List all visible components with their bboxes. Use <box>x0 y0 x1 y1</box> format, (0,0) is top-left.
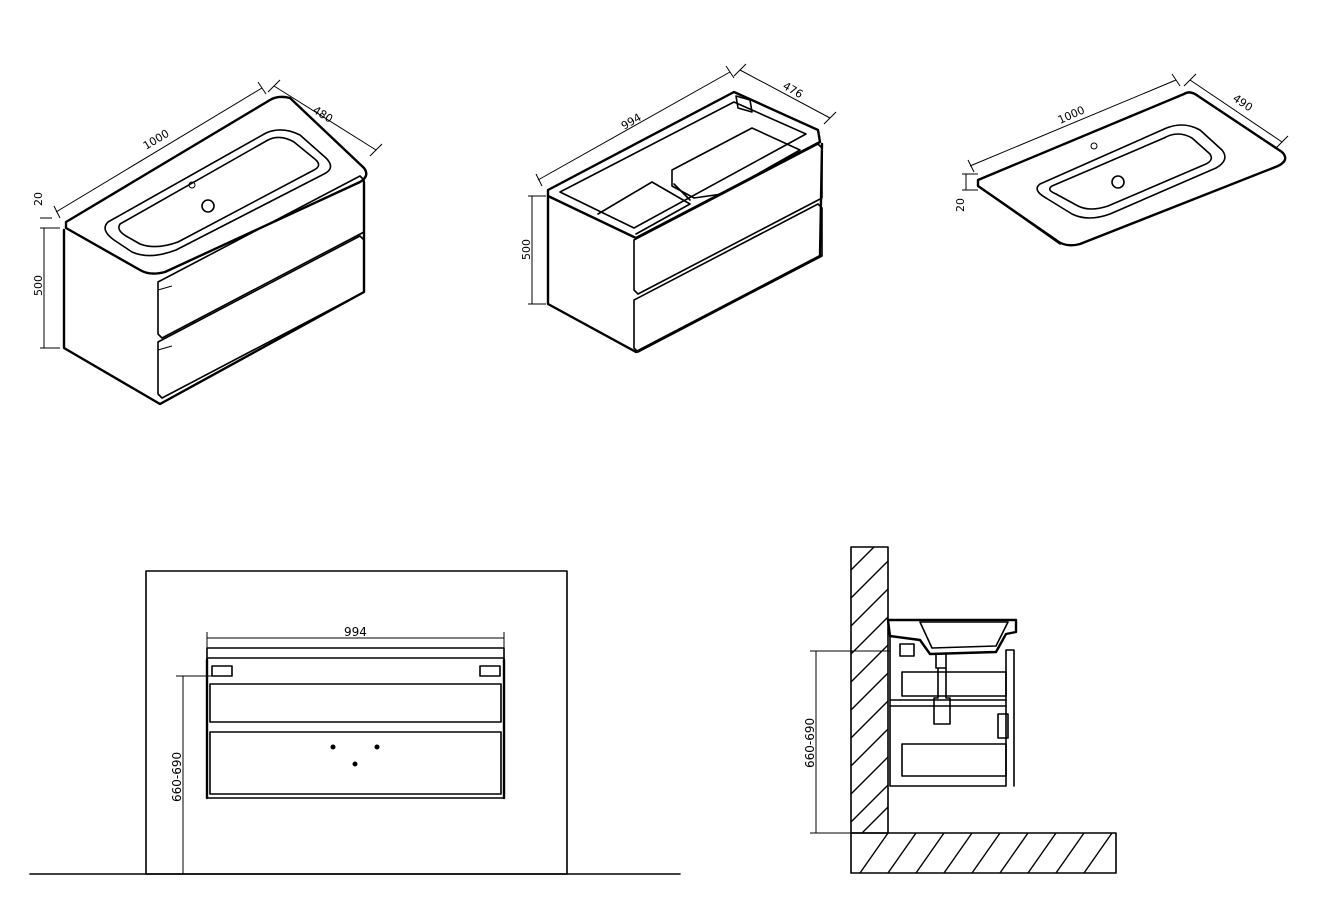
drawer-front-lower <box>209 731 502 795</box>
wall-hatching <box>850 546 889 834</box>
open-drawer-upper <box>633 143 823 295</box>
dim-height-line <box>40 227 60 349</box>
dim-depth-line <box>273 85 377 151</box>
basin-section <box>886 618 1018 656</box>
dim-basin-thickness-label: 20 <box>954 198 967 212</box>
dim-open-height-line <box>528 195 546 305</box>
drawer-lower <box>157 235 365 399</box>
basin-bowl-outer <box>104 129 332 257</box>
basin-bowl-inner <box>118 136 320 248</box>
drawer-handle-lower <box>157 345 173 351</box>
dim-width-label: 1000 <box>141 127 172 153</box>
dim-side-height-line <box>810 650 890 834</box>
drawer-upper <box>157 175 365 339</box>
basin-top-outline <box>976 91 1287 247</box>
pipe-hole-center <box>352 761 358 767</box>
wall-bracket-left <box>211 665 233 677</box>
basin-bowl-iso-inner <box>1048 133 1213 210</box>
dim-basin-depth-line <box>1189 79 1283 143</box>
wall-outline <box>145 570 568 875</box>
dim-open-width-line <box>537 71 731 181</box>
hinge-block <box>735 95 753 113</box>
drawer-section-upper <box>901 671 1007 697</box>
dim-front-width-label: 994 <box>344 625 367 639</box>
pipe-hole-right <box>374 744 380 750</box>
dim-side-height-label: 660-690 <box>803 718 817 768</box>
dim-front-width-line <box>206 632 505 650</box>
drawer-section-lower <box>901 743 1007 777</box>
drain-pipe <box>933 653 951 725</box>
dim-open-height-label: 500 <box>520 239 533 260</box>
pipe-hole-left <box>330 744 336 750</box>
basin-drain-hole <box>1111 175 1125 189</box>
side-section-view: 660-690 <box>803 546 1117 874</box>
cabinet-front-outline <box>206 647 505 799</box>
iso-cabinet-with-basin-view: 1000 480 20 500 <box>32 79 383 406</box>
dim-basin-thickness-line <box>962 173 978 191</box>
open-cabinet-body <box>546 142 824 354</box>
front-elevation-view: 994 660-690 <box>29 570 681 875</box>
drawer-handle-section <box>997 713 1009 739</box>
tap-valve <box>899 643 915 657</box>
cabinet-section-outline <box>889 635 1015 787</box>
basin-tap-hole <box>1090 142 1098 150</box>
iso-basin-view: 1000 490 20 <box>954 73 1289 247</box>
tap-hole <box>188 181 196 189</box>
iso-cabinet-open-view: 994 476 500 <box>520 63 837 354</box>
dim-height-label: 500 <box>32 275 45 296</box>
dim-front-height-label: 660-690 <box>170 752 184 802</box>
dim-open-depth-line <box>739 69 831 119</box>
open-drawer-lower <box>633 203 823 353</box>
wall-bracket-right <box>479 665 501 677</box>
drain-hole <box>201 199 215 213</box>
dim-top-label: 20 <box>32 192 45 206</box>
floor-section <box>850 832 1117 874</box>
dim-basin-width-line <box>969 79 1177 167</box>
drawer-handle-upper <box>157 285 173 291</box>
dim-front-height-line <box>176 675 214 875</box>
compartment-left <box>597 181 691 235</box>
dim-open-width-label: 994 <box>619 111 644 133</box>
basin-bowl-iso-outer <box>1036 124 1226 219</box>
floor-hatching <box>859 832 1113 874</box>
dim-width-line <box>55 87 263 213</box>
drawer-front-upper <box>209 683 502 723</box>
countertop-outline <box>64 95 368 275</box>
dim-basin-depth-label: 490 <box>1230 92 1255 115</box>
